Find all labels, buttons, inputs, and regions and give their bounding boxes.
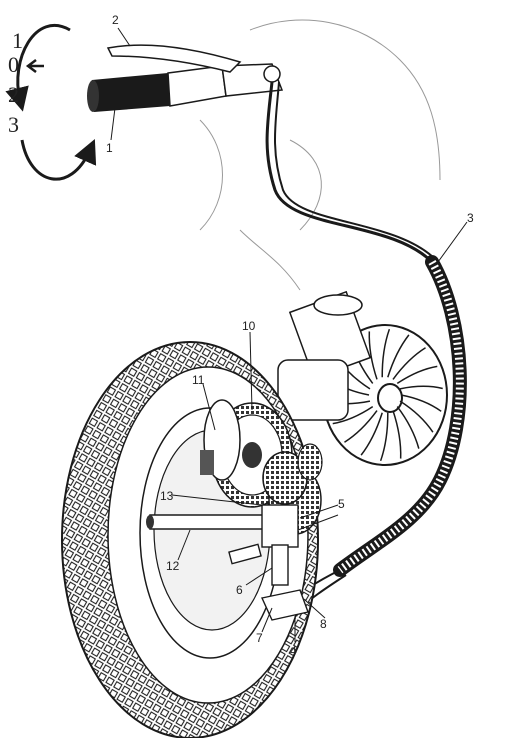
fan-blade	[381, 328, 391, 378]
gear-cluster	[146, 443, 323, 535]
fan-blade	[400, 394, 442, 412]
callout-5: 5	[338, 497, 345, 511]
callout-6: 6	[236, 583, 243, 597]
clutch-drum	[200, 399, 241, 481]
callout-8: 8	[320, 617, 327, 631]
callout-11: 11	[192, 373, 205, 387]
callout-13: 13	[160, 489, 174, 503]
fan-blade	[368, 331, 378, 380]
handlebar-grip	[87, 44, 284, 112]
fan-blade	[399, 385, 443, 390]
fan-blade	[332, 405, 374, 425]
fan-blade	[360, 412, 383, 456]
gear-position-1: 1	[12, 28, 23, 53]
callout-4: 4	[290, 644, 297, 658]
gear-position-3: 3	[8, 112, 19, 137]
callout-12: 12	[166, 559, 180, 573]
fan-blade	[387, 334, 410, 378]
engine-cylinder	[277, 290, 372, 421]
fan-blade	[396, 365, 438, 385]
fan-blade	[392, 410, 402, 459]
callout-1: 1	[106, 141, 113, 155]
gear-indicator: 1 0 2 3	[5, 23, 97, 181]
fan-blade	[344, 410, 378, 443]
current-gear-arrow-icon	[25, 59, 44, 73]
callout-7: 7	[256, 631, 263, 645]
fan-blade	[379, 412, 389, 462]
gear-position-0: 0	[8, 52, 19, 77]
leader-lines	[110, 27, 468, 642]
selector-mechanism	[228, 504, 309, 621]
fan-blade	[392, 347, 426, 380]
fan-blade	[396, 406, 420, 449]
gear-position-2: 2	[8, 82, 19, 107]
callout-3: 3	[467, 211, 474, 225]
frame-sketch	[199, 19, 441, 291]
fan-blade	[399, 400, 434, 433]
callout-2: 2	[112, 13, 119, 27]
control-cables	[265, 81, 467, 613]
callout-10: 10	[242, 319, 256, 333]
